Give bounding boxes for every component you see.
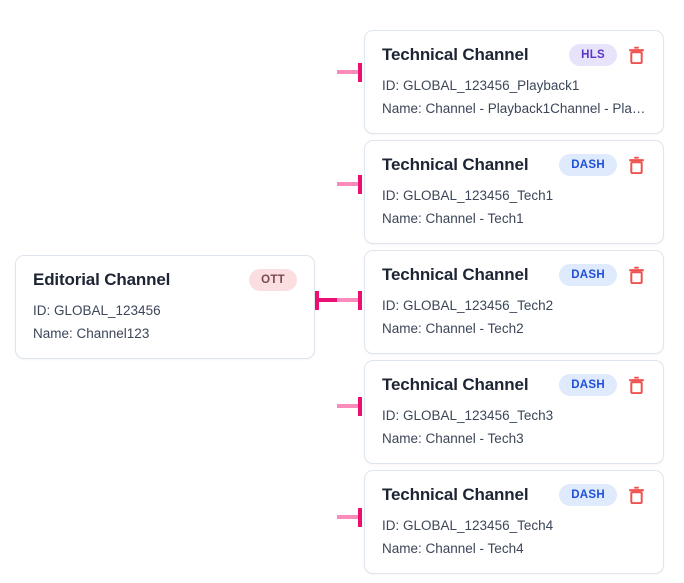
card-name-line: Name: Channel - Playback1Channel - Playb… bbox=[382, 101, 646, 116]
card-name-line: Name: Channel - Tech1 bbox=[382, 211, 524, 226]
delete-button[interactable] bbox=[627, 45, 646, 65]
card-title: Technical Channel bbox=[382, 155, 529, 174]
card-header: Technical Channel HLS bbox=[382, 44, 646, 66]
delete-button[interactable] bbox=[627, 265, 646, 285]
card-title: Editorial Channel bbox=[33, 270, 171, 289]
card-id-line: ID: GLOBAL_123456_Tech3 bbox=[382, 408, 554, 423]
status-badge: DASH bbox=[559, 154, 617, 176]
delete-button[interactable] bbox=[627, 485, 646, 505]
card-header: Technical Channel DASH bbox=[382, 374, 646, 396]
edge-to-tech-2 bbox=[337, 291, 362, 310]
technical-channel-card[interactable]: Technical Channel DASH ID: GLOBAL_123456… bbox=[364, 360, 664, 464]
trash-icon bbox=[629, 486, 644, 504]
status-badge: DASH bbox=[559, 484, 617, 506]
status-badge: HLS bbox=[569, 44, 617, 66]
card-title: Technical Channel bbox=[382, 375, 529, 394]
edge-to-tech-4 bbox=[337, 508, 362, 527]
card-title: Technical Channel bbox=[382, 265, 529, 284]
card-title: Technical Channel bbox=[382, 485, 529, 504]
status-badge: DASH bbox=[559, 264, 617, 286]
trash-icon bbox=[629, 266, 644, 284]
card-title: Technical Channel bbox=[382, 45, 529, 64]
card-id-line: ID: GLOBAL_123456 bbox=[33, 303, 161, 318]
trash-icon bbox=[629, 46, 644, 64]
card-id-line: ID: GLOBAL_123456_Playback1 bbox=[382, 78, 580, 93]
edge-to-tech-3 bbox=[337, 397, 362, 416]
edge-to-tech-1 bbox=[337, 175, 362, 194]
technical-channel-card[interactable]: Technical Channel HLS ID: GLOBAL_123456_… bbox=[364, 30, 664, 134]
card-header: Technical Channel DASH bbox=[382, 484, 646, 506]
card-name-line: Name: Channel - Tech3 bbox=[382, 431, 524, 446]
card-name-line: Name: Channel - Tech4 bbox=[382, 541, 524, 556]
edge-to-tech-0 bbox=[337, 63, 362, 82]
technical-channel-card[interactable]: Technical Channel DASH ID: GLOBAL_123456… bbox=[364, 140, 664, 244]
technical-channel-card[interactable]: Technical Channel DASH ID: GLOBAL_123456… bbox=[364, 250, 664, 354]
card-id-line: ID: GLOBAL_123456_Tech4 bbox=[382, 518, 554, 533]
status-badge: DASH bbox=[559, 374, 617, 396]
delete-button[interactable] bbox=[627, 375, 646, 395]
card-name-line: Name: Channel - Tech2 bbox=[382, 321, 524, 336]
card-id-line: ID: GLOBAL_123456_Tech1 bbox=[382, 188, 554, 203]
technical-channel-card[interactable]: Technical Channel DASH ID: GLOBAL_123456… bbox=[364, 470, 664, 574]
card-header: Editorial Channel OTT bbox=[33, 269, 297, 291]
edge-parent-stub bbox=[315, 291, 339, 310]
trash-icon bbox=[629, 376, 644, 394]
delete-button[interactable] bbox=[627, 155, 646, 175]
card-id-line: ID: GLOBAL_123456_Tech2 bbox=[382, 298, 554, 313]
status-badge: OTT bbox=[249, 269, 297, 291]
trash-icon bbox=[629, 156, 644, 174]
card-header: Technical Channel DASH bbox=[382, 154, 646, 176]
card-name-line: Name: Channel123 bbox=[33, 326, 150, 341]
card-header: Technical Channel DASH bbox=[382, 264, 646, 286]
editorial-channel-card[interactable]: Editorial Channel OTT ID: GLOBAL_123456 … bbox=[15, 255, 315, 359]
